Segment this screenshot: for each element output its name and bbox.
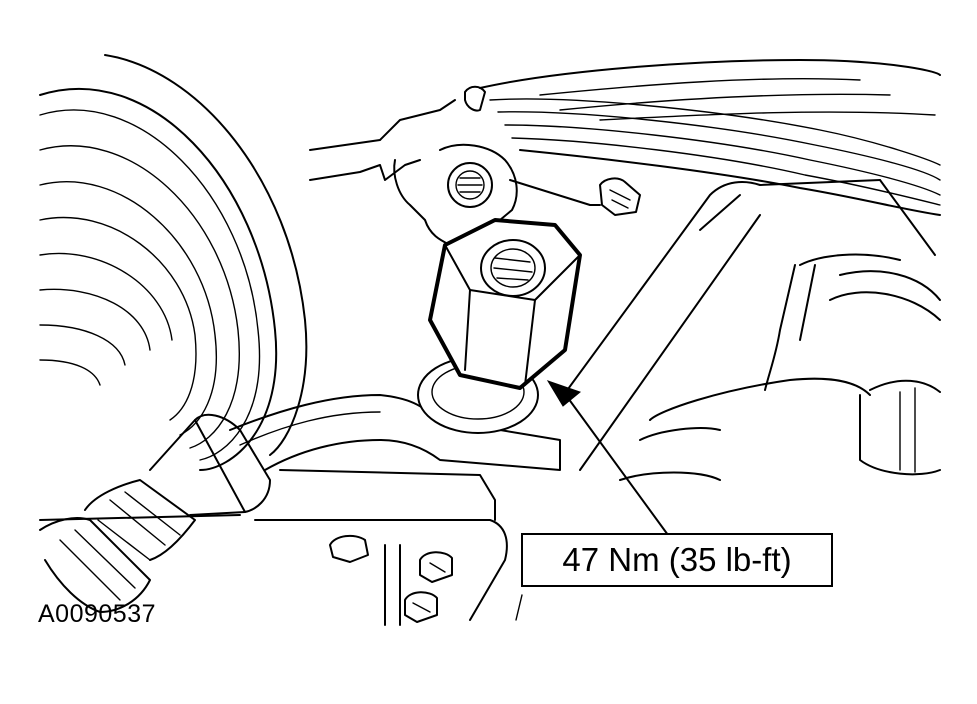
hatch-mark	[516, 595, 522, 620]
engine-bracket	[310, 100, 640, 245]
torque-callout: 47 Nm (35 lb-ft)	[521, 533, 833, 587]
left-pulley	[40, 55, 306, 470]
arrow-leader-icon	[548, 381, 668, 535]
right-frame	[560, 180, 940, 480]
lower-bracket	[40, 470, 507, 625]
figure-id: A0090537	[38, 600, 157, 628]
torque-label: 47 Nm (35 lb-ft)	[562, 541, 792, 578]
ac-line-tube	[40, 395, 560, 612]
hex-nut	[430, 220, 580, 388]
upper-pulley	[465, 60, 940, 215]
